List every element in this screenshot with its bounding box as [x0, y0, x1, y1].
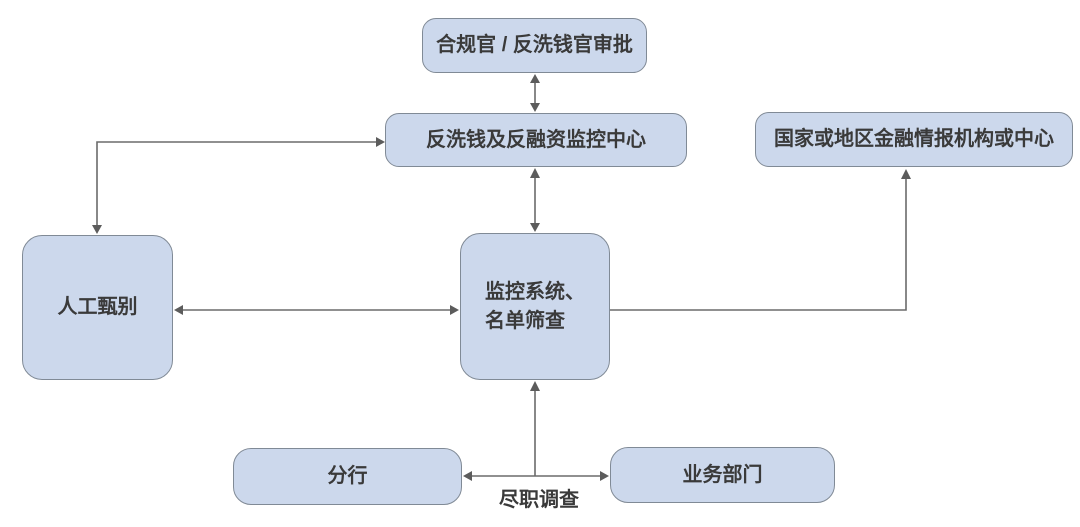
node-financial-intelligence-unit-label: 国家或地区金融情报机构或中心: [774, 128, 1054, 150]
connector-monitor-fiu: [610, 169, 911, 311]
node-manual-screening-label: 人工甄别: [57, 296, 138, 318]
node-financial-intelligence-unit[interactable]: 国家或地区金融情报机构或中心: [755, 112, 1073, 167]
node-monitoring-system[interactable]: 监控系统、 名单筛查: [460, 233, 610, 380]
node-aml-monitoring-center[interactable]: 反洗钱及反融资监控中心: [385, 113, 687, 167]
node-business-department[interactable]: 业务部门: [610, 447, 835, 503]
node-compliance-officer-approval-label: 合规官 / 反洗钱官审批: [436, 34, 633, 56]
node-aml-monitoring-center-label: 反洗钱及反融资监控中心: [426, 128, 646, 151]
node-branch[interactable]: 分行: [233, 448, 462, 505]
node-compliance-officer-approval[interactable]: 合规官 / 反洗钱官审批: [422, 18, 647, 73]
connector-amlcenter-monitor: [530, 168, 540, 232]
node-manual-screening[interactable]: 人工甄别: [22, 235, 173, 380]
connector-manual-monitor: [174, 305, 459, 315]
connector-branch-business: [463, 471, 609, 481]
node-monitoring-system-label: 监控系统、 名单筛查: [485, 280, 585, 332]
due-diligence-label: 尽职调查: [499, 489, 579, 511]
connector-approval-amlcenter: [530, 74, 540, 112]
connector-manual-amlcenter: [92, 137, 385, 234]
node-business-department-label: 业务部门: [682, 463, 763, 486]
connector-duediligence-monitor: [530, 381, 540, 476]
node-branch-label: 分行: [327, 465, 368, 487]
